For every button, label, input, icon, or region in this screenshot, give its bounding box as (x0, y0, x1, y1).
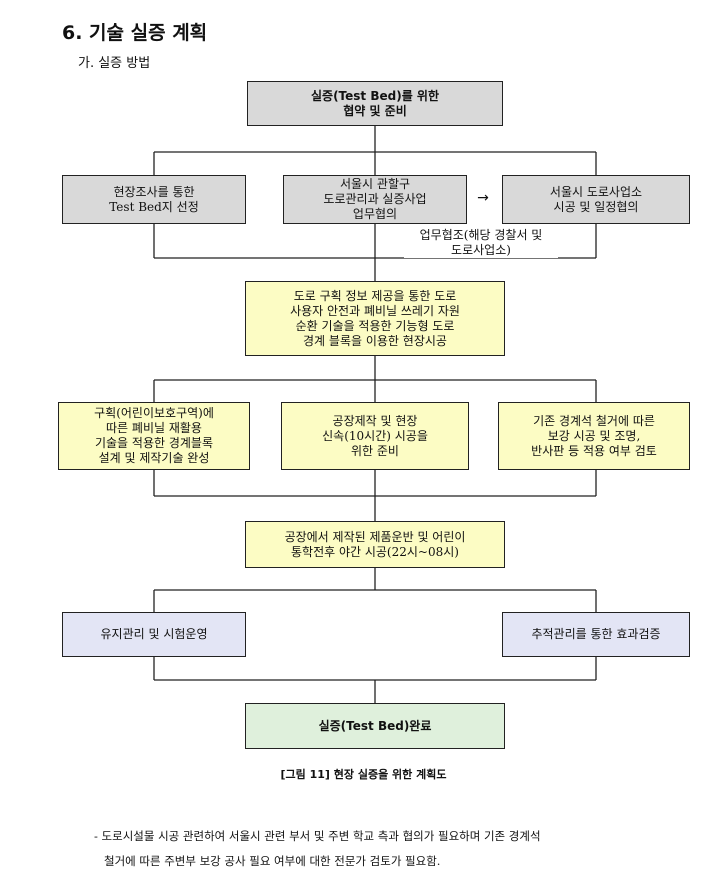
prep-agreement-box: 실증(Test Bed)를 위한 협약 및 준비 (247, 81, 503, 126)
reinforcement-review-box: 기존 경계석 철거에 따른 보강 시공 및 조명, 반사판 등 적용 여부 검토 (498, 402, 690, 470)
figure-caption: [그림 11] 현장 실증을 위한 계획도 (280, 768, 447, 781)
section-heading: 6. 기술 실증 계획 (62, 22, 208, 44)
effect-verification-box: 추적관리를 통한 효과검증 (502, 612, 690, 657)
cooperation-note: 업무협조(해당 경찰서 및 도로사업소) (404, 228, 558, 258)
field-construction-box: 도로 구획 정보 제공을 통한 도로 사용자 안전과 폐비닐 쓰레기 자원 순환… (245, 281, 505, 356)
note-paragraph: - 도로시설물 시공 관련하여 서울시 관련 부서 및 주변 학교 측과 협의가… (94, 824, 694, 874)
maintenance-box: 유지관리 및 시험운영 (62, 612, 246, 657)
block-design-box: 구획(어린이보호구역)에 따른 폐비닐 재활용 기술을 적용한 경계블록 설계 … (58, 402, 250, 470)
note-line-2: 철거에 따른 주변부 보강 공사 필요 여부에 대한 전문가 검토가 필요함. (104, 854, 441, 868)
district-consultation-box: 서울시 관할구 도로관리과 실증사업 업무협의 (283, 175, 467, 224)
right-arrow-icon: → (477, 190, 489, 206)
test-bed-complete-box: 실증(Test Bed)완료 (245, 703, 505, 749)
subsection-heading: 가. 실증 방법 (78, 56, 151, 71)
note-line-1: - 도로시설물 시공 관련하여 서울시 관련 부서 및 주변 학교 측과 협의가… (94, 829, 541, 843)
road-office-schedule-box: 서울시 도로사업소 시공 및 일정협의 (502, 175, 690, 224)
rapid-construction-prep-box: 공장제작 및 현장 신속(10시간) 시공을 위한 준비 (281, 402, 469, 470)
site-survey-box: 현장조사를 통한 Test Bed지 선정 (62, 175, 246, 224)
night-construction-box: 공장에서 제작된 제품운반 및 어린이 통학전후 야간 시공(22시~08시) (245, 521, 505, 568)
